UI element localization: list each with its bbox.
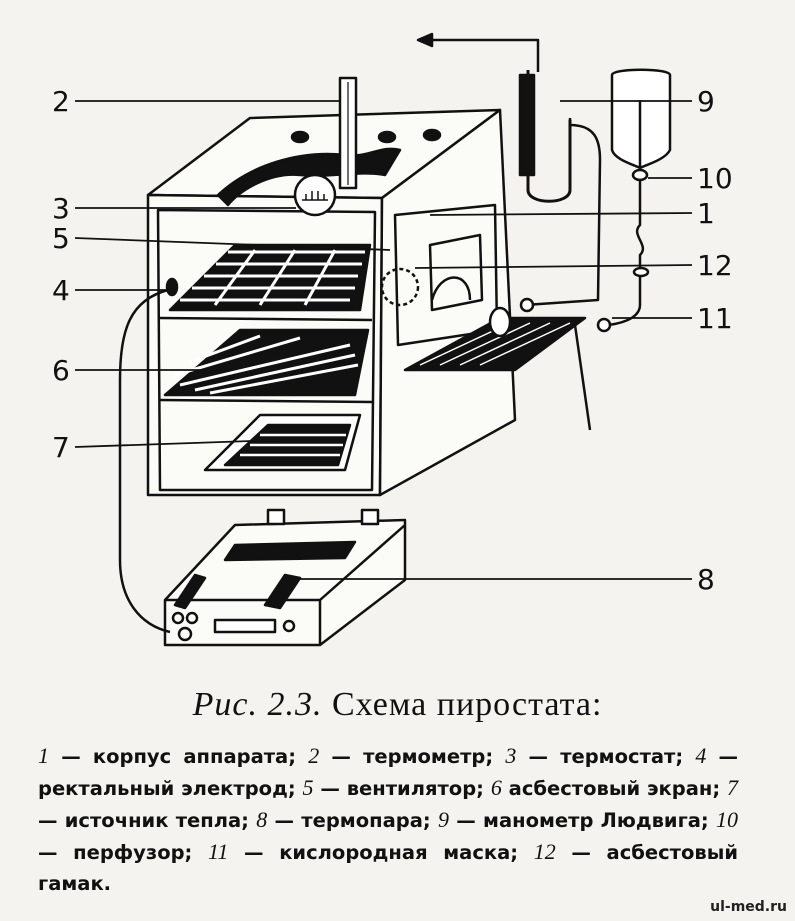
caption-prefix: Рис. 2.3.	[192, 686, 323, 723]
callout-3: 3	[52, 192, 70, 225]
pyrostat-diagram: 2 9 3 10 5 1 12 4 11 6 7 8	[52, 32, 733, 647]
legend-item: 1 — корпус аппарата;	[38, 743, 297, 768]
figure-caption: Рис. 2.3. Схема пиростата:	[0, 686, 795, 724]
callout-5: 5	[52, 222, 70, 255]
apparatus-drawing	[118, 32, 672, 647]
callout-8: 8	[697, 563, 715, 596]
callout-2: 2	[52, 85, 70, 118]
legend-item: 5 — вентилятор;	[302, 775, 484, 800]
caption-title: Схема пиростата:	[331, 686, 603, 723]
callout-4: 4	[52, 274, 70, 307]
legend-item: 2 — термометр;	[308, 743, 494, 768]
figure-legend: 1 — корпус аппарата; 2 — термометр; 3 — …	[38, 740, 738, 899]
legend-item: 4 — ректальный электрод;	[38, 743, 739, 800]
legend-item: 3 — термостат;	[505, 743, 684, 768]
callout-lines	[74, 100, 693, 580]
callout-12: 12	[697, 249, 733, 282]
legend-item: 6 асбестовый экран;	[490, 775, 721, 800]
callout-6: 6	[52, 354, 70, 387]
legend-item: 12 — асбестовый гамак.	[38, 839, 739, 895]
site-watermark: ul-med.ru	[710, 899, 787, 915]
callout-9: 9	[697, 85, 715, 118]
callout-numbers: 2 9 3 10 5 1 12 4 11 6 7 8	[52, 85, 733, 596]
legend-item: 9 — манометр Людвига;	[437, 807, 709, 832]
callout-10: 10	[697, 162, 733, 195]
callout-7: 7	[52, 431, 70, 464]
legend-item: 10 — перфузор;	[38, 807, 738, 864]
legend-item: 8 — термопара;	[256, 807, 431, 832]
legend-item: 7 — источник тепла;	[38, 775, 739, 832]
callout-1: 1	[697, 197, 715, 230]
legend-item: 11 — кислородная маска;	[208, 839, 519, 864]
callout-11: 11	[697, 302, 733, 335]
